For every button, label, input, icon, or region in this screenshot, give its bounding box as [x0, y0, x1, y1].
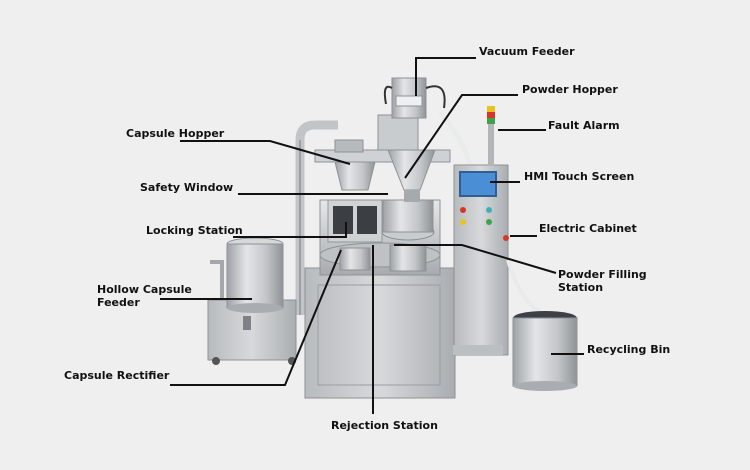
leader-locking-station: [233, 222, 347, 238]
label-fault-alarm: Fault Alarm: [548, 119, 620, 132]
feeder-pipe: [295, 120, 338, 315]
label-safety-window: Safety Window: [140, 181, 234, 194]
label-hollow-capsule-feeder-line2: Feeder: [97, 296, 140, 309]
label-capsule-rectifier: Capsule Rectifier: [64, 369, 170, 382]
label-capsule-hopper: Capsule Hopper: [126, 127, 225, 140]
label-hollow-capsule-feeder-line1: Hollow Capsule: [97, 283, 192, 296]
hmi-screen-body: [459, 171, 497, 197]
leader-lines: [160, 57, 584, 414]
fault-alarm-tower: [487, 106, 495, 166]
recycling-bin-unit: [506, 259, 578, 391]
leader-vacuum-feeder: [415, 57, 476, 96]
label-powder-filling-station-line2: Station: [558, 281, 604, 294]
label-vacuum-feeder: Vacuum Feeder: [479, 45, 575, 58]
label-powder-filling-station: Powder Filling Station: [558, 268, 647, 294]
label-powder-hopper: Powder Hopper: [522, 83, 618, 96]
label-hmi-touch-screen: HMI Touch Screen: [524, 170, 635, 183]
label-hollow-capsule-feeder: Hollow Capsule Feeder: [97, 283, 192, 309]
hollow-capsule-feeder-unit: [207, 237, 297, 365]
capsule-filling-machine: [207, 77, 578, 399]
label-powder-filling-station-line1: Powder Filling: [558, 268, 647, 281]
leader-capsule-rectifier: [170, 249, 342, 386]
label-rejection-station: Rejection Station: [331, 419, 438, 432]
leader-powder-hopper: [404, 94, 518, 179]
leader-capsule-hopper: [180, 140, 351, 165]
capsule-hopper-shape: [334, 161, 376, 191]
label-recycling-bin: Recycling Bin: [587, 343, 671, 356]
leader-powder-filling-station: [394, 244, 557, 274]
base-cabinet: [304, 267, 456, 399]
label-electric-cabinet: Electric Cabinet: [539, 222, 637, 235]
label-locking-station: Locking Station: [146, 224, 243, 237]
